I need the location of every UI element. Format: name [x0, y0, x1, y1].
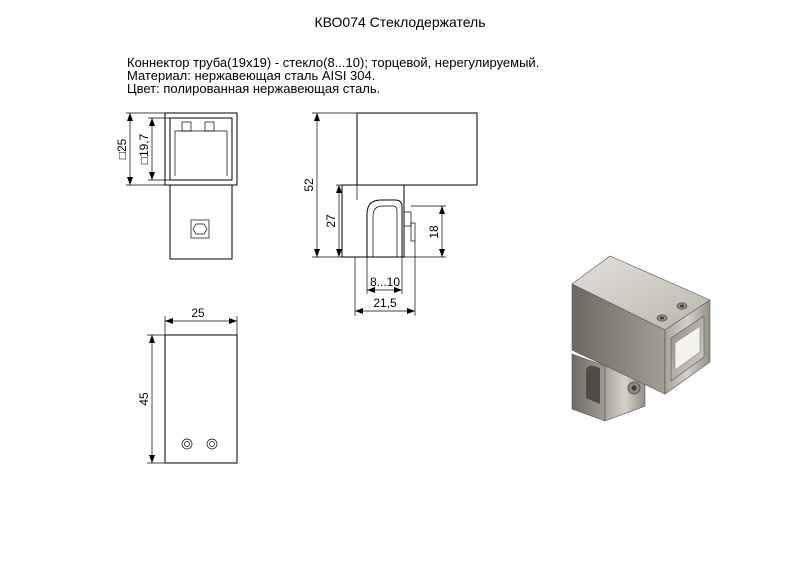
dim-width: 25	[191, 306, 205, 320]
front-view: 25 45	[137, 306, 238, 464]
description-block: Коннектор труба(19x19) - стекло(8...10);…	[127, 56, 539, 95]
dim-clamp-width: 21,5	[373, 296, 397, 310]
dim-slot-depth: 18	[427, 225, 441, 239]
dim-height-total: 52	[302, 178, 316, 192]
description-line: Коннектор труба(19x19) - стекло(8...10);…	[127, 55, 540, 70]
dim-height-side: 45	[137, 392, 151, 406]
dim-height-clamp: 27	[324, 214, 338, 228]
description-line: Материал: нержавеющая сталь AISI 304.	[127, 68, 376, 83]
side-view: 52 27 18 8...10 21,5	[302, 112, 478, 316]
end-view: □25 □19,7	[115, 112, 238, 260]
dim-inner-square: □19,7	[137, 133, 151, 164]
dim-outer-square: □25	[115, 138, 129, 159]
drawing-title: КВО074 Стеклодержатель	[314, 14, 486, 30]
description-line: Цвет: полированная нержавеющая сталь.	[127, 81, 381, 96]
isometric-view	[571, 255, 711, 422]
dim-glass-range: 8...10	[370, 275, 400, 289]
